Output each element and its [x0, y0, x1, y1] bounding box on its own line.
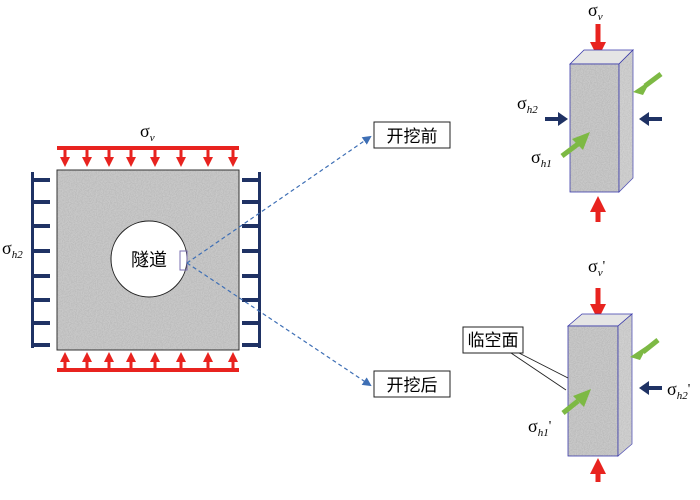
- block-side-face-before: [618, 49, 634, 193]
- connector-to-after: [186, 262, 372, 387]
- confinement-tick-left: [31, 200, 50, 204]
- confinement-tick-right: [242, 321, 261, 325]
- load-arrow-up: [82, 352, 92, 369]
- arrow-h2-left-before: [558, 112, 568, 126]
- tunnel-wall-selection: [179, 250, 188, 271]
- sigma-h1-label-after: σh1': [528, 416, 551, 439]
- arrow-h1-front-before: [572, 132, 590, 150]
- arrow-h1-front-after: [573, 389, 591, 407]
- free-face-box: [462, 326, 524, 354]
- confinement-tick-right: [242, 298, 261, 302]
- sigma-h2-label-after: σh2': [667, 379, 690, 402]
- confinement-tick-left: [31, 343, 50, 347]
- confinement-tick-left: [31, 274, 50, 278]
- load-arrow-up: [150, 352, 160, 369]
- block-side-face-after: [617, 313, 633, 457]
- confinement-tick-left: [31, 249, 50, 253]
- arrow-h2-right-before: [639, 112, 649, 126]
- right-confinement-ticks: [242, 178, 261, 347]
- confinement-tick-left: [31, 224, 50, 228]
- confinement-tick-left: [31, 298, 50, 302]
- before-excavation-label: 开挖前: [387, 127, 438, 147]
- arrow-h2-right-after: [639, 381, 649, 395]
- load-arrow-down: [150, 149, 160, 167]
- confinement-tick-right: [242, 249, 261, 253]
- arrow-h1-back-after: [630, 345, 648, 360]
- top-load-bar: [57, 146, 239, 150]
- load-arrow-down: [126, 149, 136, 167]
- sigma-v-label-before: σv: [588, 0, 603, 23]
- right-confinement-bar: [258, 172, 261, 348]
- load-arrow-up: [203, 352, 213, 369]
- confinement-tick-left: [31, 321, 50, 325]
- confinement-tick-right: [242, 274, 261, 278]
- tunnel-label: 隧道: [131, 250, 167, 271]
- block-front-face-after: [567, 325, 619, 457]
- confinement-tick-left: [31, 178, 50, 182]
- load-arrow-down: [228, 149, 238, 167]
- arrow-h1-back-before: [633, 80, 651, 95]
- after-excavation-box: 开挖后: [373, 370, 451, 398]
- sigma-v-label-top: σv: [140, 121, 155, 144]
- confinement-tick-right: [242, 224, 261, 228]
- load-arrow-up: [126, 352, 136, 369]
- sigma-h2-label-left: σh2: [2, 238, 23, 261]
- arrow-down-after: [590, 304, 606, 320]
- block-front-face-before: [569, 63, 620, 193]
- sigma-v-label-after: σv': [588, 256, 605, 279]
- sigma-h1-label-before: σh1: [531, 147, 552, 170]
- element-after: σv' 临空面 σh2' σh1': [462, 256, 690, 482]
- load-arrow-down: [176, 149, 186, 167]
- load-arrow-up: [228, 352, 238, 369]
- load-arrow-up: [60, 352, 70, 369]
- load-arrow-down: [203, 149, 213, 167]
- arrow-up-after: [590, 458, 606, 474]
- left-confinement-ticks: [31, 178, 50, 347]
- confinement-tick-right: [242, 178, 261, 182]
- left-confinement-bar: [31, 172, 34, 348]
- load-arrow-down: [60, 149, 70, 167]
- bottom-red-arrows: [60, 352, 238, 369]
- confinement-tick-right: [242, 200, 261, 204]
- dashed-connectors: [186, 135, 372, 387]
- connector-to-before: [186, 135, 372, 264]
- after-excavation-label: 开挖后: [387, 376, 438, 396]
- bottom-load-bar: [57, 368, 239, 372]
- sigma-h2-label-before: σh2: [517, 93, 538, 116]
- element-before: σv σh2 σh1: [517, 0, 663, 222]
- arrow-up-before: [590, 196, 606, 212]
- confinement-tick-right: [242, 343, 261, 347]
- load-arrow-down: [82, 149, 92, 167]
- free-face-label: 临空面: [468, 331, 519, 351]
- tunnel-section: σv σh2 隧道: [2, 121, 261, 372]
- load-arrow-up: [104, 352, 114, 369]
- load-arrow-up: [176, 352, 186, 369]
- before-excavation-box: 开挖前: [373, 121, 451, 149]
- load-arrow-down: [104, 149, 114, 167]
- top-red-arrows: [60, 149, 238, 167]
- free-face-leader: [510, 352, 569, 391]
